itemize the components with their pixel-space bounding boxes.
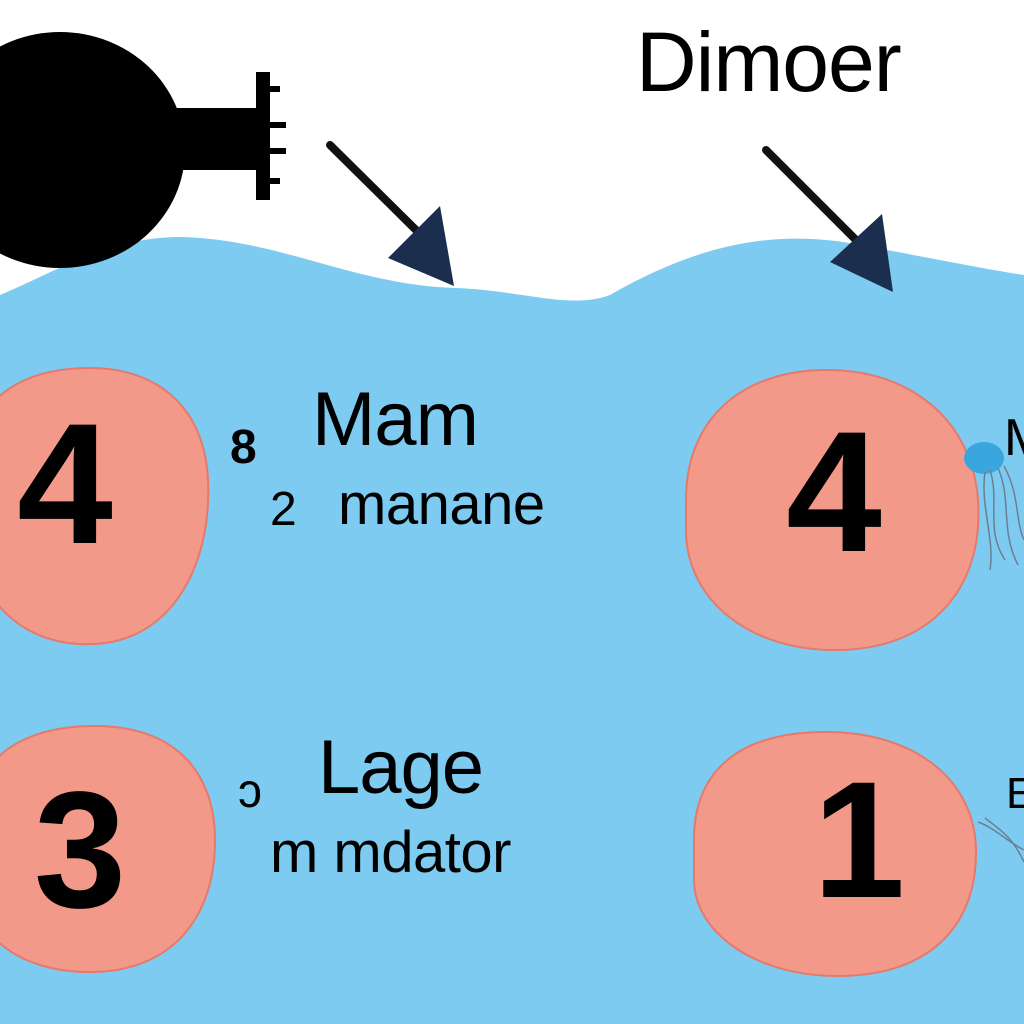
- number-circle-bottom-left: [0, 724, 217, 974]
- arrow-head: [830, 214, 893, 292]
- lower-word-b: m mdator: [270, 820, 511, 885]
- upper-mark-a: 8: [230, 421, 257, 474]
- arrow-down-right-icon: [762, 146, 893, 292]
- title-label: Dimoer: [636, 15, 902, 109]
- right-edge-mark-upper: M: [1004, 412, 1024, 464]
- number-circle-top-right: [685, 368, 980, 652]
- arrow-head: [388, 206, 454, 286]
- speaker-flange-tick-top: [270, 86, 280, 92]
- circle-number-bottom-left: 3: [33, 758, 127, 943]
- jellyfish-bell: [964, 442, 1004, 474]
- speaker-body: [0, 32, 185, 268]
- arrow-shaft: [326, 141, 422, 236]
- upper-word-b: manane: [338, 472, 545, 537]
- circle-number-bottom-right: 1: [812, 748, 906, 933]
- upper-mark-b: 2: [270, 483, 297, 536]
- lower-mark-a: ɔ: [238, 765, 262, 818]
- arrow-shaft: [762, 146, 860, 244]
- speaker-flange-tick-mid2: [270, 148, 286, 154]
- upper-word-a: Mam: [312, 377, 479, 462]
- speaker-flange: [256, 72, 270, 200]
- speaker-device-icon: [0, 32, 286, 268]
- right-edge-mark-lower: E: [1006, 772, 1024, 816]
- creature-sketch-lower: [977, 817, 1024, 863]
- number-circle-top-left: [0, 366, 210, 646]
- speaker-flange-tick-mid: [270, 122, 286, 128]
- circle-number-top-left: 4: [17, 388, 113, 580]
- speaker-flange-tick-low: [270, 178, 280, 184]
- jellyfish-icon: [964, 442, 1024, 571]
- speaker-neck: [150, 108, 260, 170]
- circle-number-top-right: 4: [786, 396, 882, 588]
- arrow-down-right-icon: [326, 141, 454, 286]
- lower-word-a: Lage: [318, 725, 484, 810]
- number-circle-bottom-right: [693, 730, 978, 978]
- jellyfish-tentacles: [983, 465, 1024, 571]
